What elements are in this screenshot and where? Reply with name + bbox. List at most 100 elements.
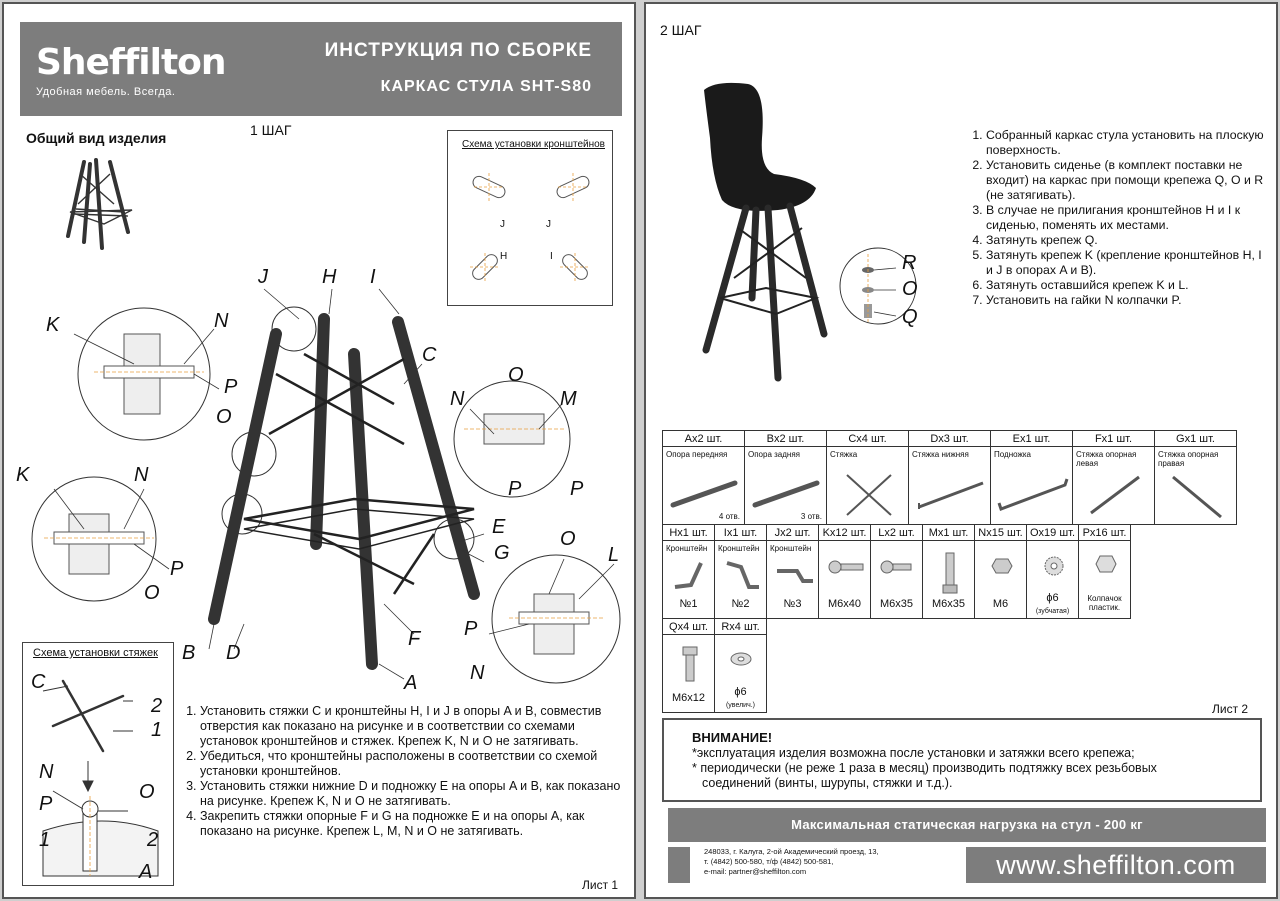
part-name: Кронштейн xyxy=(770,544,812,553)
ties-label: 2 xyxy=(147,829,159,851)
part-size: Колпачок пластик. xyxy=(1087,594,1122,612)
bracket-label: J xyxy=(500,219,505,230)
instruction-item: Затянуть крепеж K (крепление кронштейнов… xyxy=(986,248,1268,278)
ties-label: C xyxy=(31,671,46,693)
parts-table-row-1: Ax2 шт. Bx2 шт. Cx4 шт. Dx3 шт. Ex1 шт. … xyxy=(662,430,1237,525)
long-bolt-icon xyxy=(942,552,958,594)
callout-label: C xyxy=(422,344,437,366)
document-subtitle: КАРКАС СТУЛА SHT-S80 xyxy=(380,78,592,95)
part-cell: Опора передняя 4 отв. xyxy=(662,446,745,525)
part-name: Подножка xyxy=(994,450,1031,459)
exploded-assembly-drawing xyxy=(31,288,621,684)
cross-tie-icon xyxy=(846,474,892,516)
step-2-instructions: Собранный каркас стула установить на пло… xyxy=(968,128,1268,308)
instruction-item: Закрепить стяжки опорные F и G на поднож… xyxy=(200,809,627,839)
part-header: Cx4 шт. xyxy=(826,430,909,447)
part-size: M6x40 xyxy=(827,598,862,610)
part-size: №2 xyxy=(731,598,750,610)
seat-fastener-label: R xyxy=(902,252,917,274)
part-header: Qx4 шт. xyxy=(662,618,715,635)
ties-label: A xyxy=(139,861,153,883)
callout-label: K xyxy=(46,314,60,336)
part-header: Rx4 шт. xyxy=(714,618,767,635)
bracket-schema-title: Схема установки кронштейнов xyxy=(462,139,605,150)
callout-label: K xyxy=(16,464,30,486)
short-bolt-icon xyxy=(682,646,698,682)
part-header: Mx1 шт. xyxy=(922,524,975,541)
support-tie-right-icon xyxy=(1172,475,1222,519)
overview-frame-drawing xyxy=(66,158,133,250)
bracket-schema-box: Схема установки кронштейнов J J H I xyxy=(447,130,613,306)
ties-schema-box: Схема установки стяжек C xyxy=(22,642,174,886)
part-size: M6x12 xyxy=(671,692,706,704)
ties-label: 1 xyxy=(39,829,51,851)
callout-label: N xyxy=(470,662,485,684)
bracket-label: H xyxy=(500,251,508,262)
part-header: Kx12 шт. xyxy=(818,524,871,541)
bracket-schema-drawing xyxy=(470,173,590,281)
part-name: Опора задняя xyxy=(748,450,800,459)
callout-label: P xyxy=(170,558,184,580)
callout-label: F xyxy=(408,628,421,650)
part-cell: Стяжка нижняя xyxy=(908,446,991,525)
callout-label: I xyxy=(370,266,376,288)
part-header: Px16 шт. xyxy=(1078,524,1131,541)
address-line: e-mail: partner@sheffilton.com xyxy=(704,867,807,876)
address-block: 248033, г. Калуга, 2-ой Академический пр… xyxy=(704,847,879,877)
assembled-stool-drawing xyxy=(702,82,828,382)
instruction-item: Установить сиденье (в комплект поставки … xyxy=(986,158,1268,203)
plastic-cap-icon xyxy=(1095,555,1117,573)
part-cell: M6x35 xyxy=(870,540,923,619)
warning-line: *эксплуатация изделия возможна после уст… xyxy=(692,746,1135,760)
callout-label: N xyxy=(134,464,149,486)
part-sub: (увелич.) xyxy=(725,702,756,709)
part-cell: M6 xyxy=(974,540,1027,619)
instruction-item: Затянуть крепеж Q. xyxy=(986,233,1268,248)
ties-schema-title: Схема установки стяжек xyxy=(33,647,158,659)
callout-label: J xyxy=(258,266,268,288)
callout-label: P xyxy=(464,618,478,640)
instruction-item: Убедиться, что кронштейны расположены в … xyxy=(200,749,627,779)
callout-label: A xyxy=(404,672,418,694)
part-header: Fx1 шт. xyxy=(1072,430,1155,447)
ties-schema-drawing xyxy=(42,679,159,877)
seat-fastener-detail xyxy=(839,247,917,325)
seat-fastener-label: O xyxy=(902,278,918,300)
toothed-washer-icon xyxy=(1044,556,1064,576)
part-header: Ex1 шт. xyxy=(990,430,1073,447)
address-line: т. (4842) 500-580, т/ф (4842) 500-581, xyxy=(704,857,834,866)
part-cell: ɸ6 (увелич.) xyxy=(714,634,767,713)
support-tie-left-icon xyxy=(1090,475,1140,515)
step-1-title: 1 ШАГ xyxy=(250,122,292,138)
callout-label: G xyxy=(494,542,510,564)
part-size: №3 xyxy=(783,598,802,610)
callout-label: L xyxy=(608,544,620,566)
warning-line: соединений (винты, шурупы, стяжки и т.д.… xyxy=(702,776,953,790)
callout-label: P xyxy=(508,478,522,500)
callout-label: E xyxy=(492,516,506,538)
part-cell: Кронштейн №1 xyxy=(662,540,715,619)
callout-label: B xyxy=(182,642,196,664)
part-note: 3 отв. xyxy=(800,512,822,521)
part-note: 4 отв. xyxy=(718,512,740,521)
enlarged-washer-icon xyxy=(730,652,752,666)
sheet-number: Лист 1 xyxy=(582,878,619,892)
instruction-item: Собранный каркас стула установить на пло… xyxy=(986,128,1268,158)
parts-table-row-2: Hx1 шт. Ix1 шт. Jx2 шт. Kx12 шт. Lx2 шт.… xyxy=(662,524,1131,619)
part-cell: Подножка xyxy=(990,446,1073,525)
part-cell: Стяжка опорная левая xyxy=(1072,446,1155,525)
callout-label: O xyxy=(144,582,160,604)
website-banner[interactable]: www.sheffilton.com xyxy=(966,847,1266,883)
warning-line: * периодически (не реже 1 раза в месяц) … xyxy=(692,761,1157,775)
part-size: M6x35 xyxy=(879,598,914,610)
part-cell: Опора задняя 3 отв. xyxy=(744,446,827,525)
rod-icon xyxy=(670,480,738,508)
bracket-label: I xyxy=(550,251,553,262)
part-header: Hx1 шт. xyxy=(662,524,715,541)
nut-icon xyxy=(991,558,1013,574)
rod-icon xyxy=(752,480,820,508)
bottom-tie-icon xyxy=(918,481,984,509)
part-name: Опора передняя xyxy=(666,450,728,459)
part-name: Стяжка нижняя xyxy=(912,450,969,459)
step-1-instructions: Установить стяжки C и кронштейны H, I и … xyxy=(182,704,627,839)
